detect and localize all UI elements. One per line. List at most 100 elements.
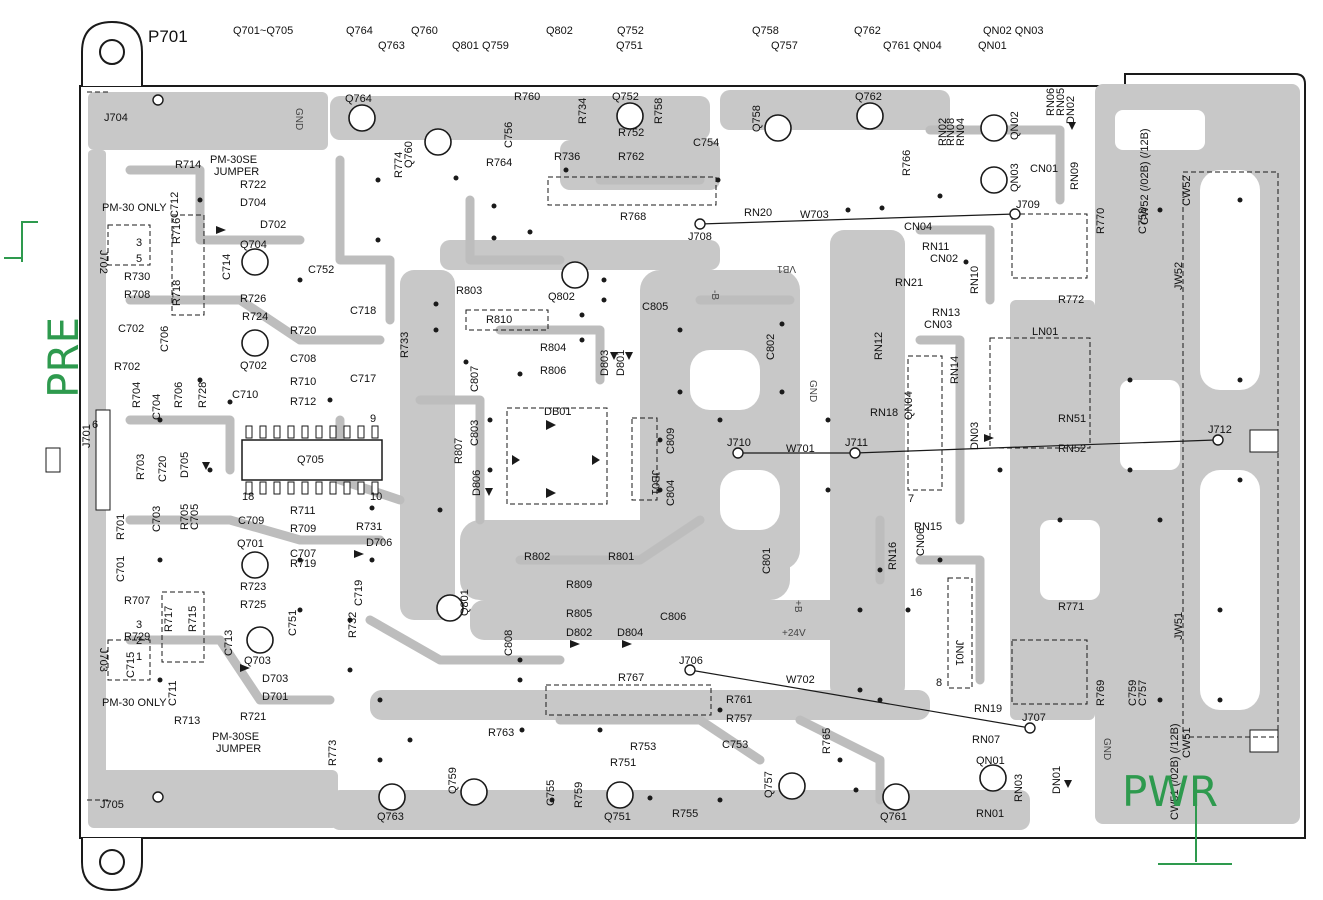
svg-text:RN15: RN15	[914, 521, 942, 533]
copper-cutouts	[690, 110, 1279, 753]
svg-text:R803: R803	[456, 285, 482, 297]
svg-text:Q752: Q752	[612, 91, 639, 103]
svg-text:8: 8	[936, 677, 942, 689]
svg-text:DN03: DN03	[969, 422, 981, 450]
svg-text:16: 16	[910, 587, 922, 599]
svg-text:C712: C712	[169, 192, 181, 218]
svg-text:W702: W702	[786, 674, 815, 686]
svg-text:R768: R768	[620, 211, 646, 223]
svg-text:CN03: CN03	[924, 319, 952, 331]
svg-text:JW52: JW52	[1173, 262, 1185, 290]
svg-text:R810: R810	[486, 314, 512, 326]
svg-text:C710: C710	[232, 389, 258, 401]
svg-text:C702: C702	[118, 323, 144, 335]
svg-text:R766: R766	[901, 150, 913, 176]
svg-text:R728: R728	[197, 382, 209, 408]
gnd-top: GND	[293, 108, 304, 130]
svg-text:RN09: RN09	[1069, 162, 1081, 190]
svg-text:R720: R720	[290, 325, 316, 337]
svg-text:CN02: CN02	[930, 253, 958, 265]
svg-text:RN13: RN13	[932, 307, 960, 319]
svg-text:C703: C703	[151, 506, 163, 532]
svg-text:RN08: RN08	[945, 118, 957, 146]
svg-text:R708: R708	[124, 289, 150, 301]
svg-text:W703: W703	[800, 209, 829, 221]
svg-text:R764: R764	[486, 157, 512, 169]
svg-text:R715: R715	[187, 606, 199, 632]
svg-text:R758: R758	[653, 98, 665, 124]
svg-text:R723: R723	[240, 581, 266, 593]
svg-text:RN11: RN11	[922, 241, 949, 253]
svg-text:R712: R712	[290, 396, 316, 408]
q702-symbol	[241, 329, 269, 357]
jumper-bottom: JUMPER	[216, 743, 261, 755]
svg-text:R714: R714	[175, 159, 201, 171]
svg-text:C707: C707	[290, 548, 316, 560]
svg-text:RN03: RN03	[1013, 774, 1025, 802]
svg-text:C711: C711	[167, 681, 179, 706]
q758-symbol	[764, 114, 792, 142]
svg-text:Q702: Q702	[240, 360, 267, 372]
gnd-bottom: GND	[1101, 738, 1112, 760]
svg-text:Q757: Q757	[763, 771, 775, 798]
svg-text:C708: C708	[290, 353, 316, 365]
svg-text:Q764: Q764	[345, 93, 372, 105]
plus24v-label: +24V	[782, 628, 806, 639]
svg-text:J701: J701	[81, 424, 93, 448]
ic-q705	[241, 425, 383, 495]
svg-text:6: 6	[92, 419, 98, 431]
svg-text:RN01: RN01	[976, 808, 1004, 820]
pre-bracket	[4, 221, 38, 262]
capacitor-labels: C756 C754 C712 C714 C752 C702 C706 C718 …	[115, 122, 1193, 806]
svg-text:R732: R732	[347, 612, 359, 638]
q703-symbol	[246, 626, 274, 654]
handwritten-annotations: PRE PWR	[4, 221, 1232, 865]
svg-text:D706: D706	[366, 537, 392, 549]
svg-text:R704: R704	[131, 382, 143, 408]
svg-text:R769: R769	[1095, 680, 1107, 706]
svg-text:D802: D802	[566, 627, 592, 639]
svg-text:RN20: RN20	[744, 207, 772, 219]
svg-text:RN07: RN07	[972, 734, 1000, 746]
svg-text:J707: J707	[1022, 712, 1046, 724]
svg-text:W701: W701	[786, 443, 815, 455]
svg-text:CN06: CN06	[915, 528, 927, 556]
svg-text:R802: R802	[524, 551, 550, 563]
gnd-center: GND	[807, 380, 818, 402]
svg-text:D801: D801	[615, 350, 627, 376]
hdr-q760: Q760	[411, 25, 438, 37]
svg-text:LN01: LN01	[1032, 326, 1058, 338]
svg-text:C705: C705	[189, 504, 201, 530]
svg-text:R760: R760	[514, 91, 540, 103]
svg-text:C752: C752	[308, 264, 334, 276]
svg-text:RN52: RN52	[1058, 443, 1086, 455]
svg-text:9: 9	[370, 413, 376, 425]
svg-text:R763: R763	[488, 727, 514, 739]
svg-text:R709: R709	[290, 523, 316, 535]
q801-symbol	[436, 594, 464, 622]
svg-text:R801: R801	[608, 551, 634, 563]
svg-text:RN02: RN02	[937, 118, 949, 146]
svg-text:2: 2	[136, 635, 142, 647]
svg-text:DB01: DB01	[544, 406, 572, 418]
handwritten-pwr: PWR	[1122, 767, 1218, 816]
svg-text:10: 10	[370, 491, 382, 503]
hdr-qn01: QN01	[978, 40, 1007, 52]
svg-text:QN03: QN03	[1009, 163, 1021, 192]
svg-text:C759: C759	[1127, 680, 1139, 706]
svg-text:CN04: CN04	[904, 221, 932, 233]
jumper-top: JUMPER	[214, 166, 259, 178]
svg-text:R755: R755	[672, 808, 698, 820]
svg-text:D803: D803	[599, 350, 611, 376]
q751-symbol	[606, 781, 634, 809]
svg-text:C758: C758	[1137, 208, 1149, 234]
svg-text:R759: R759	[573, 782, 585, 808]
svg-text:C719: C719	[353, 580, 365, 606]
q802-symbol	[561, 261, 589, 289]
hdr-q801: Q801 Q759	[452, 40, 509, 52]
pin-numbers: 3 5 6 9 10 18 8 1 2 3 7 16	[92, 237, 942, 689]
svg-text:R721: R721	[240, 711, 266, 723]
svg-text:R716: R716	[171, 218, 183, 244]
hdr-q758: Q758	[752, 25, 779, 37]
svg-text:3: 3	[136, 619, 142, 631]
